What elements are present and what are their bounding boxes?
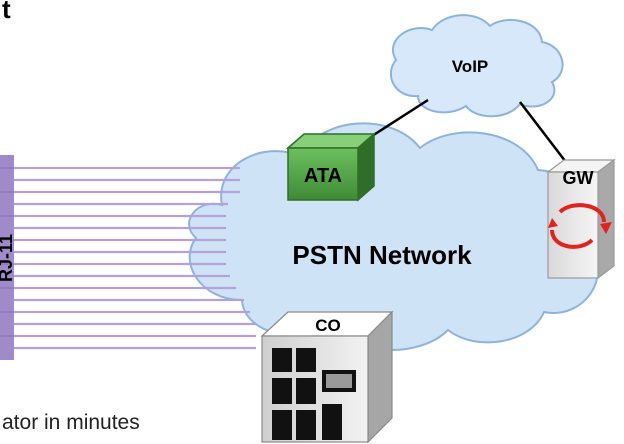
rj11-label: RJ-11 — [0, 234, 16, 282]
ata-label: ATA — [304, 165, 342, 187]
voip-cloud — [390, 14, 564, 118]
rotation-arrow-icon — [548, 203, 612, 249]
phone-wires — [14, 166, 256, 350]
rj11-jack: RJ-11 — [0, 155, 16, 360]
pstn-cloud — [188, 122, 599, 351]
co-label: CO — [315, 316, 341, 335]
gw-voip-link — [519, 101, 573, 171]
gateway-server: GW — [546, 158, 616, 280]
title-fragment: t — [2, 0, 11, 24]
caption-fragment: ator in minutes — [2, 411, 140, 434]
ata-box: ATA — [286, 132, 376, 202]
voip-label: VoIP — [452, 57, 489, 76]
central-office-building: CO — [260, 310, 394, 444]
gw-label: GW — [563, 168, 594, 188]
pstn-label: PSTN Network — [292, 240, 472, 270]
